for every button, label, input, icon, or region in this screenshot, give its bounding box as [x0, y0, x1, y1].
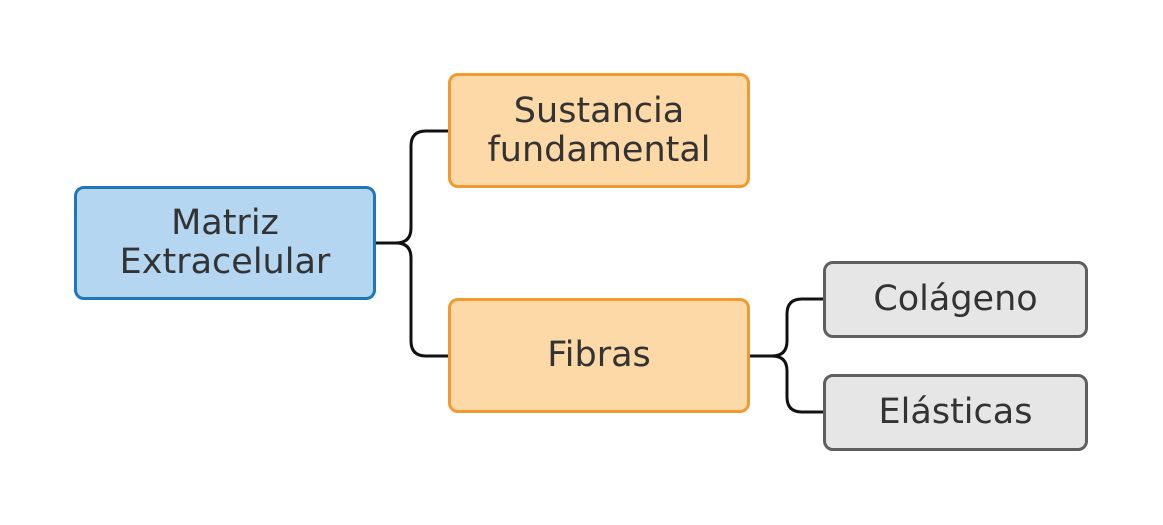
connector-fibras-to-elasticas	[771, 354, 823, 414]
leaf-node-label: Elásticas	[878, 392, 1033, 432]
root-node-label: Matriz Extracelular	[119, 203, 331, 282]
leaf-node-elasticas: Elásticas	[823, 374, 1088, 451]
branch-node-label: Fibras	[547, 335, 651, 375]
leaf-node-label: Colágeno	[873, 279, 1038, 319]
connector-root-to-sustancia	[376, 129, 448, 245]
branch-node-label: Sustancia fundamental	[487, 90, 711, 170]
root-node-matriz-extracelular: Matriz Extracelular	[74, 186, 376, 300]
connector-fibras-to-colageno	[750, 297, 823, 358]
connector-root-to-fibras	[395, 241, 448, 358]
branch-node-sustancia-fundamental: Sustancia fundamental	[448, 73, 750, 188]
branch-node-fibras: Fibras	[448, 298, 750, 413]
leaf-node-colageno: Colágeno	[823, 261, 1088, 338]
